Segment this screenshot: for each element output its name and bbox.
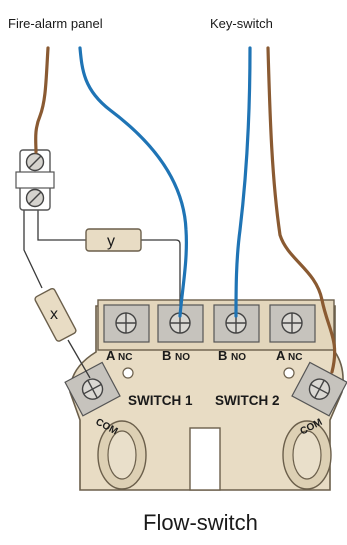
terminal-2-main: B [162,348,171,363]
com-terminal-right [291,361,347,417]
terminal-4-main: A [276,348,286,363]
thin-wires [23,206,181,379]
switch-2-label: SWITCH 2 [215,393,280,408]
terminal-2-sub: NO [175,352,190,363]
terminal-block-4 [269,304,316,343]
key-switch-label: Key-switch [210,16,273,31]
com-terminal-left [64,361,121,417]
resistor-x [34,288,77,342]
terminal-3-sub: NO [231,352,246,363]
resistor-y [85,228,142,252]
resistor-x-label: x [50,306,58,323]
switch-1-label: SWITCH 1 [128,393,193,408]
terminal-connector [15,149,55,211]
resistor-y-label: y [107,233,115,250]
terminal-1-main: A [106,348,116,363]
terminal-4-sub: NC [288,352,302,363]
flow-switch-label: Flow-switch [143,510,258,535]
terminal-1-sub: NC [118,352,132,363]
terminal-block-1 [103,304,150,343]
blue-wires [78,46,252,318]
terminal-3-main: B [218,348,227,363]
fire-alarm-panel-label: Fire-alarm panel [8,16,103,31]
brown-wires [34,46,337,374]
